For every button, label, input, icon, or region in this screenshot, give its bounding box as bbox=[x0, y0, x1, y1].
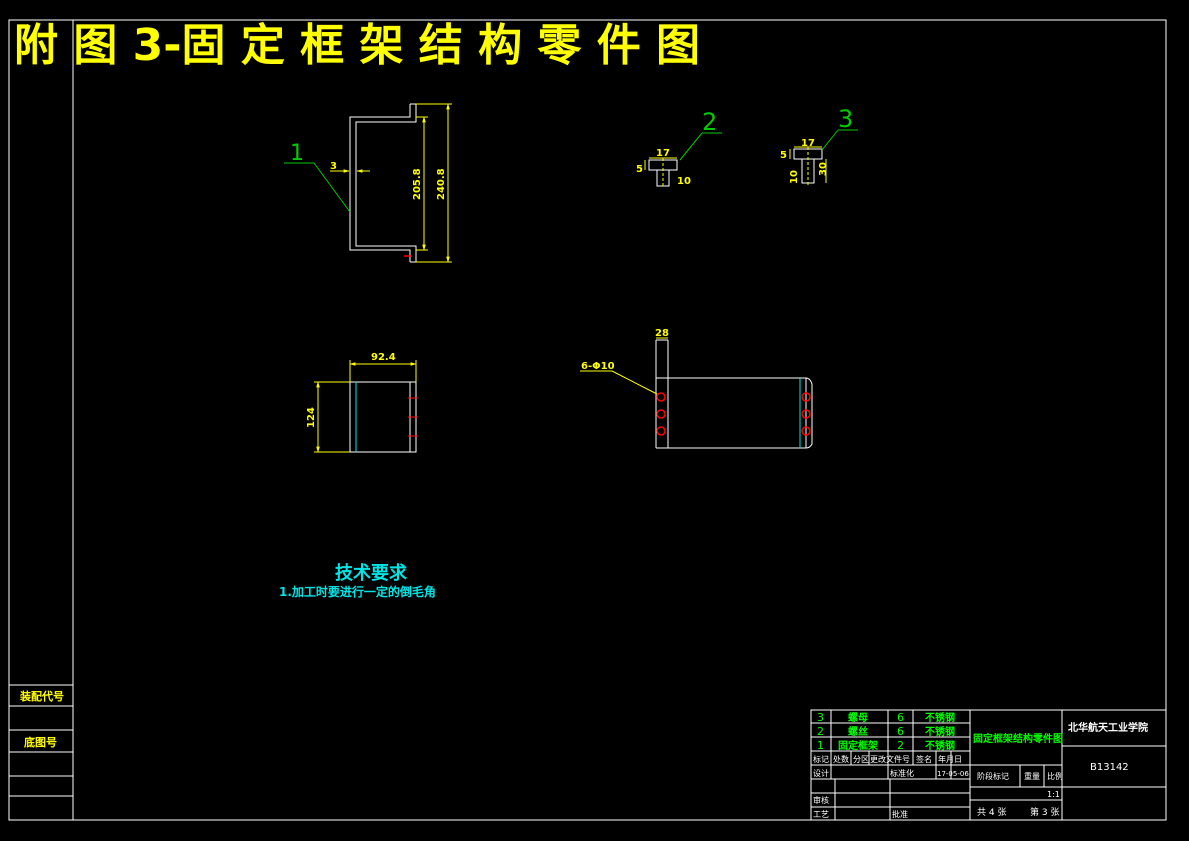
base-drawing-label: 底图号 bbox=[24, 735, 57, 749]
bom-row-1-material: 不锈钢 bbox=[925, 739, 955, 752]
part1-dim-inner: 205.8 bbox=[412, 168, 423, 200]
part3-dimensions bbox=[789, 146, 827, 183]
part2-dim-width: 17 bbox=[656, 148, 670, 159]
bom-row-1-qty: 2 bbox=[897, 739, 904, 752]
design-date: 17-05-06 bbox=[937, 770, 969, 778]
bom-row-2-no: 2 bbox=[817, 725, 824, 738]
label-weight: 重量 bbox=[1024, 771, 1040, 781]
front-view-dim-width: 92.4 bbox=[371, 352, 396, 363]
part1-section bbox=[349, 103, 417, 263]
hdr-count: 处数 bbox=[833, 754, 849, 764]
front-view-holes bbox=[408, 397, 418, 437]
front-view bbox=[349, 381, 417, 453]
front-view-dimensions bbox=[314, 360, 417, 453]
part2-leader bbox=[679, 132, 722, 161]
hdr-docno: 更改文件号 bbox=[870, 754, 910, 764]
part3-leader bbox=[821, 129, 858, 151]
drawing-name: 固定框架结构零件图 bbox=[973, 732, 1063, 745]
label-design: 设计 bbox=[813, 768, 829, 778]
label-process: 工艺 bbox=[813, 810, 829, 819]
part1-dimensions bbox=[330, 103, 452, 263]
outer-border bbox=[8, 19, 1167, 821]
part2-dimensions bbox=[644, 157, 677, 170]
part3-dim-length: 30 bbox=[818, 162, 829, 176]
bom-row-3-name: 螺母 bbox=[848, 711, 868, 724]
top-view-holes bbox=[656, 392, 811, 436]
hole-callout: 6-Φ10 bbox=[581, 361, 615, 372]
page-title: 附 图 3-固 定 框 架 结 构 零 件 图 bbox=[14, 20, 700, 71]
part1-callout: 1 bbox=[290, 141, 304, 166]
tech-req-heading: 技术要求 bbox=[335, 562, 408, 584]
part1-dim-outer: 240.8 bbox=[436, 168, 447, 200]
part1-dim-thickness: 3 bbox=[330, 161, 337, 172]
label-scale: 比例 bbox=[1047, 771, 1063, 781]
part3-dim-shank: 10 bbox=[789, 170, 800, 184]
label-review: 审核 bbox=[813, 795, 829, 805]
bom-row-3-no: 3 bbox=[817, 711, 824, 724]
part2-callout: 2 bbox=[702, 108, 717, 136]
part3-dim-head: 5 bbox=[780, 150, 787, 161]
tech-req-item1: 1.加工时要进行一定的倒毛角 bbox=[279, 584, 436, 599]
sheet-number: 第 3 张 bbox=[1030, 806, 1059, 818]
bom-row-2-material: 不锈钢 bbox=[925, 725, 955, 738]
part2-dim-height: 5 bbox=[636, 164, 643, 175]
label-standard: 标准化 bbox=[890, 768, 914, 778]
hdr-zone: 分区 bbox=[853, 755, 869, 764]
title-block bbox=[810, 709, 1167, 821]
label-stage: 阶段标记 bbox=[977, 771, 1009, 781]
bom-row-3-material: 不锈钢 bbox=[925, 711, 955, 724]
bom-row-2-name: 螺丝 bbox=[848, 725, 868, 738]
left-strip bbox=[8, 684, 74, 821]
hdr-sign: 签名 bbox=[916, 754, 932, 764]
label-approve: 批准 bbox=[892, 809, 908, 819]
part3-callout: 3 bbox=[838, 105, 853, 133]
hdr-date: 年月日 bbox=[938, 754, 962, 764]
part3-dim-width: 17 bbox=[801, 138, 815, 149]
front-view-dim-height: 124 bbox=[306, 407, 317, 428]
scale-value: 1:1 bbox=[1047, 790, 1060, 799]
sheet-total: 共 4 张 bbox=[977, 807, 1006, 818]
bom-row-1-name: 固定框架 bbox=[838, 739, 878, 752]
part1-leader bbox=[284, 162, 351, 213]
part2-dim-inner: 10 bbox=[677, 176, 691, 187]
part2-drawing bbox=[648, 158, 678, 188]
bom-row-2-qty: 6 bbox=[897, 725, 904, 738]
top-view-leader bbox=[580, 370, 658, 395]
bom-row-1-no: 1 bbox=[817, 739, 824, 752]
hdr-mark: 标记 bbox=[813, 754, 829, 764]
assembly-code-label: 装配代号 bbox=[19, 689, 64, 703]
school-name: 北华航天工业学院 bbox=[1068, 721, 1148, 734]
top-view bbox=[655, 339, 813, 449]
bom-row-3-qty: 6 bbox=[897, 711, 904, 724]
top-view-dim-flange: 28 bbox=[655, 328, 669, 339]
part3-drawing bbox=[793, 147, 823, 185]
drawing-number: B13142 bbox=[1090, 762, 1129, 773]
